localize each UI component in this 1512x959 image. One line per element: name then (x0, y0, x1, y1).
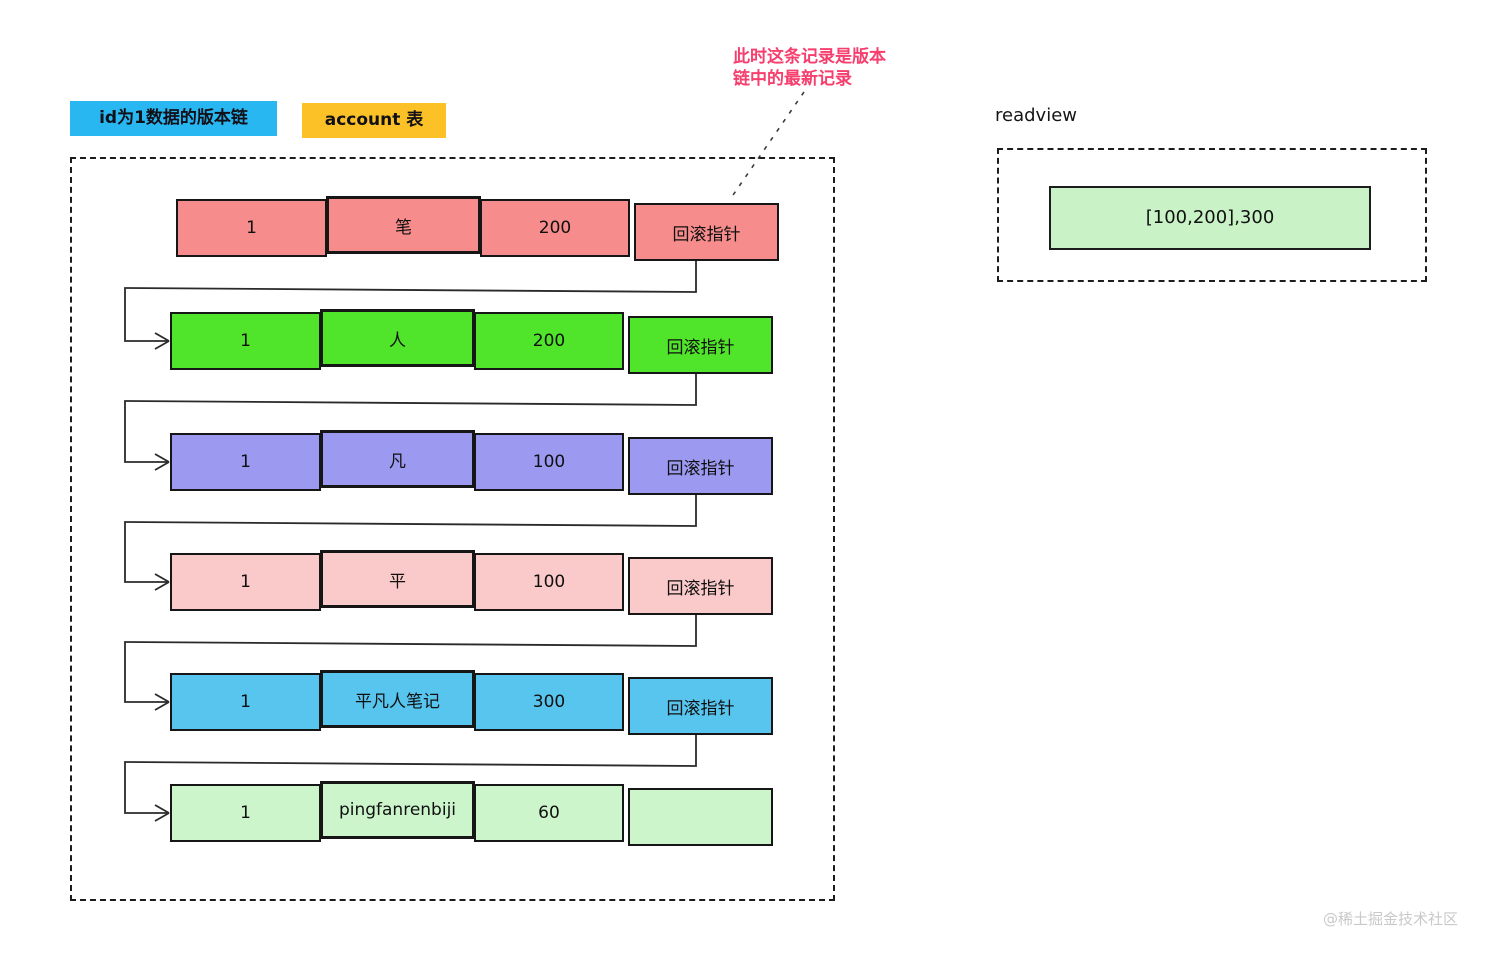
version-chain-box (70, 157, 835, 901)
record-cell-balance: 100 (474, 433, 624, 491)
watermark: @稀土掘金技术社区 (1323, 910, 1459, 928)
record-cell-rollback-pointer: 回滚指针 (628, 677, 773, 735)
record-cell-name: 平 (320, 550, 475, 608)
record-cell-balance: 300 (474, 673, 624, 731)
record-cell-id: 1 (170, 784, 321, 842)
record-cell-id: 1 (170, 433, 321, 491)
record-cell-name: 平凡人笔记 (320, 670, 475, 728)
newest-record-annotation: 此时这条记录是版本 链中的最新记录 (733, 46, 886, 90)
record-cell-rollback-pointer: 回滚指针 (628, 557, 773, 615)
record-cell-balance: 100 (474, 553, 624, 611)
record-cell-balance: 200 (480, 199, 630, 257)
readview-value: [100,200],300 (1049, 186, 1371, 250)
version-record-row-newest: 1 笔 200 回滚指针 (176, 196, 779, 261)
record-cell-name: 人 (320, 309, 475, 367)
record-cell-rollback-pointer: 回滚指针 (628, 437, 773, 495)
record-cell-id: 1 (170, 312, 321, 370)
record-cell-balance: 200 (474, 312, 624, 370)
version-record-row: 1 平 100 回滚指针 (170, 550, 773, 615)
record-cell-id: 1 (170, 553, 321, 611)
record-cell-rollback-pointer (628, 788, 773, 846)
record-cell-name: 凡 (320, 430, 475, 488)
annotation-line-2: 链中的最新记录 (733, 69, 852, 89)
annotation-line-1: 此时这条记录是版本 (733, 47, 886, 67)
readview-label: readview (995, 105, 1077, 126)
version-chain-label: id为1数据的版本链 (70, 101, 277, 136)
record-cell-name: 笔 (326, 196, 481, 254)
record-cell-rollback-pointer: 回滚指针 (628, 316, 773, 374)
account-table-label: account 表 (302, 103, 446, 138)
version-record-row: 1 人 200 回滚指针 (170, 309, 773, 374)
record-cell-balance: 60 (474, 784, 624, 842)
record-cell-rollback-pointer: 回滚指针 (634, 203, 779, 261)
version-record-row: 1 凡 100 回滚指针 (170, 430, 773, 495)
record-cell-id: 1 (176, 199, 327, 257)
readview-box: [100,200],300 (997, 148, 1427, 282)
record-cell-name: pingfanrenbiji (320, 781, 475, 839)
record-cell-id: 1 (170, 673, 321, 731)
version-record-row-oldest: 1 pingfanrenbiji 60 (170, 781, 773, 846)
version-record-row: 1 平凡人笔记 300 回滚指针 (170, 670, 773, 735)
